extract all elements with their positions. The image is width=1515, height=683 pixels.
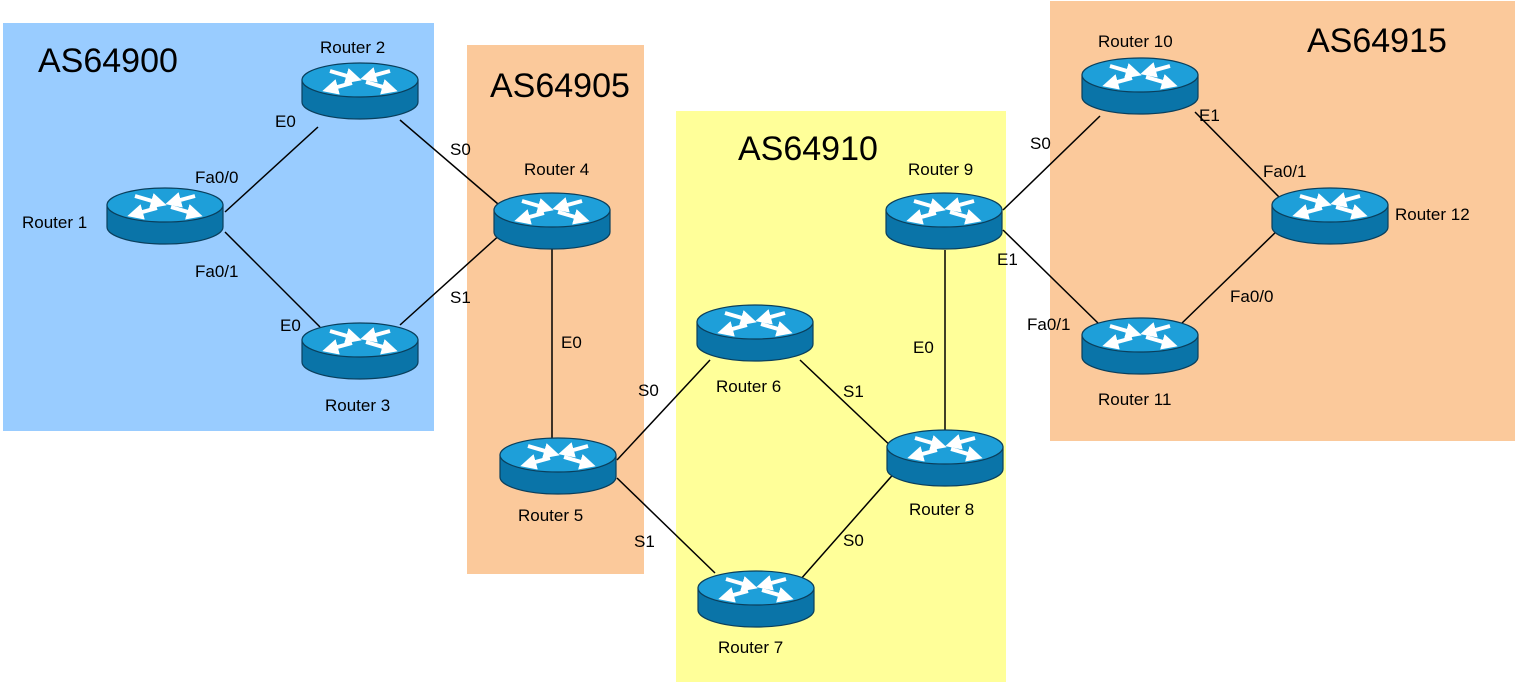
router-arrows-icon: [322, 327, 398, 355]
iface-r1-fa0-0: Fa0/0: [195, 168, 239, 187]
router-9-router-icon: [885, 192, 1003, 250]
iface-r10-e1: E1: [1199, 106, 1220, 125]
link-r7-r8: [799, 469, 898, 581]
link-r9-r11: [1002, 229, 1101, 326]
router-1-label: Router 1: [22, 213, 88, 232]
router-1-router-icon: [106, 187, 224, 245]
router-arrows-icon: [718, 575, 794, 603]
router-arrows-icon: [1292, 192, 1368, 220]
link-r2-r4: [399, 119, 506, 211]
iface-r6-s1: S1: [843, 382, 864, 401]
link-r6-r8: [799, 359, 896, 451]
link-r5-r7: [616, 477, 716, 574]
iface-r7-s0: S0: [843, 531, 864, 550]
router-6-label: Router 6: [716, 377, 782, 396]
router-5-router-icon: [499, 437, 617, 495]
link-r5-r6: [616, 359, 711, 461]
router-8-label: Router 8: [909, 500, 975, 519]
iface-r11-fa0-1: Fa0/1: [1027, 315, 1071, 334]
link-r11-r12: [1179, 227, 1281, 326]
iface-r9-s0: S0: [1030, 134, 1051, 153]
as64905-label: AS64905: [490, 67, 630, 105]
router-2-label: Router 2: [320, 38, 386, 57]
router-7-router-icon: [697, 570, 815, 628]
link-r9-r10: [1002, 115, 1101, 211]
router-6-router-icon: [696, 304, 814, 362]
router-5-label: Router 5: [518, 506, 584, 525]
iface-r2-e0: E0: [275, 112, 296, 131]
router-10-router-icon: [1081, 57, 1199, 115]
iface-r9-e1: E1: [997, 250, 1018, 269]
router-arrows-icon: [907, 434, 983, 462]
as64910-label: AS64910: [738, 130, 878, 168]
iface-r1-fa0-1: Fa0/1: [195, 262, 239, 281]
iface-r12-fa0-0: Fa0/0: [1230, 287, 1274, 306]
link-r1-r2: [224, 126, 319, 213]
link-r10-r12: [1194, 111, 1281, 199]
router-12-router-icon: [1271, 187, 1389, 245]
router-arrows-icon: [322, 67, 398, 95]
iface-r4-s1: S1: [450, 288, 471, 307]
iface-r3-e0: E0: [280, 316, 301, 335]
iface-r5-s1: S1: [634, 532, 655, 551]
router-9-label: Router 9: [908, 160, 974, 179]
router-arrows-icon: [127, 192, 203, 220]
router-arrows-icon: [520, 442, 596, 470]
router-10-label: Router 10: [1098, 32, 1173, 51]
as64900-label: AS64900: [38, 42, 178, 80]
router-arrows-icon: [1102, 322, 1178, 350]
router-3-router-icon: [301, 322, 419, 380]
router-12-label: Router 12: [1395, 205, 1470, 224]
router-arrows-icon: [906, 197, 982, 225]
router-11-router-icon: [1081, 317, 1199, 375]
links-layer: [224, 111, 1281, 581]
routers-layer: [106, 57, 1389, 628]
iface-r5-s0: S0: [638, 381, 659, 400]
iface-r12-fa0-1: Fa0/1: [1263, 162, 1307, 181]
router-arrows-icon: [1102, 62, 1178, 90]
router-arrows-icon: [717, 309, 793, 337]
as64915-label: AS64915: [1307, 22, 1447, 60]
link-r1-r3: [224, 231, 321, 328]
router-7-label: Router 7: [718, 638, 784, 657]
iface-r5-e0: E0: [561, 333, 582, 352]
link-r3-r4: [399, 231, 504, 326]
router-2-router-icon: [301, 62, 419, 120]
router-3-label: Router 3: [325, 396, 391, 415]
router-11-label: Router 11: [1098, 390, 1172, 409]
iface-r4-s0: S0: [450, 140, 471, 159]
as64905-region: [467, 45, 644, 574]
router-arrows-icon: [514, 197, 590, 225]
router-4-label: Router 4: [524, 160, 590, 179]
router-8-router-icon: [886, 429, 1004, 487]
router-4-router-icon: [493, 192, 611, 250]
iface-r8-e0: E0: [913, 338, 934, 357]
